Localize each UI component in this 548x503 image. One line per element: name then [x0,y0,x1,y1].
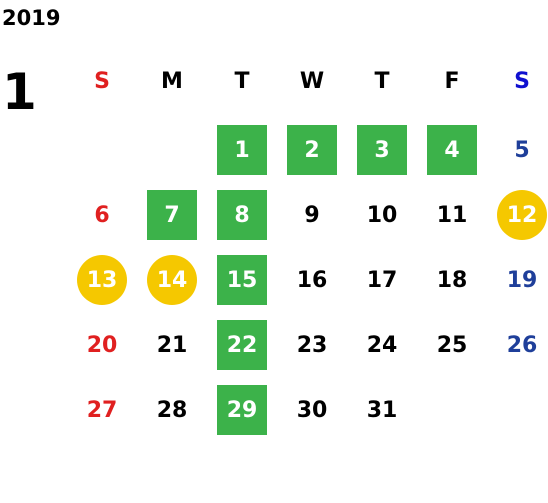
calendar-day: 2 [287,125,337,175]
calendar-day: 23 [296,332,328,358]
calendar-day: 21 [156,332,188,358]
calendar-day: 19 [506,267,538,293]
calendar-day: 28 [156,397,188,423]
calendar-day: 7 [147,190,197,240]
calendar-day: 3 [357,125,407,175]
calendar-day: 14 [147,255,197,305]
weekday-thursday: T [374,68,390,94]
calendar-day: 18 [436,267,468,293]
calendar-day: 31 [366,397,398,423]
year-label: 2019 [2,6,61,30]
calendar-day: 27 [86,397,118,423]
calendar-day: 25 [436,332,468,358]
weekday-wednesday: W [299,68,325,94]
calendar-day: 9 [304,202,320,228]
calendar-day: 20 [86,332,118,358]
calendar-day: 8 [217,190,267,240]
month-number: 1 [2,63,37,121]
calendar-day: 26 [506,332,538,358]
calendar-day: 6 [94,202,110,228]
weekday-monday: M [161,68,183,94]
calendar-day: 10 [366,202,398,228]
calendar-day: 4 [427,125,477,175]
weekday-tuesday: T [234,68,250,94]
calendar-day: 13 [77,255,127,305]
weekday-sunday: S [94,68,110,94]
calendar-day: 11 [436,202,468,228]
calendar-day: 12 [497,190,547,240]
calendar-day: 29 [217,385,267,435]
calendar-day: 5 [514,137,530,163]
calendar-day: 30 [296,397,328,423]
weekday-friday: F [444,68,460,94]
calendar-day: 16 [296,267,328,293]
calendar-day: 17 [366,267,398,293]
weekday-saturday: S [514,68,530,94]
calendar-day: 1 [217,125,267,175]
calendar-day: 15 [217,255,267,305]
calendar-day: 24 [366,332,398,358]
calendar-day: 22 [217,320,267,370]
